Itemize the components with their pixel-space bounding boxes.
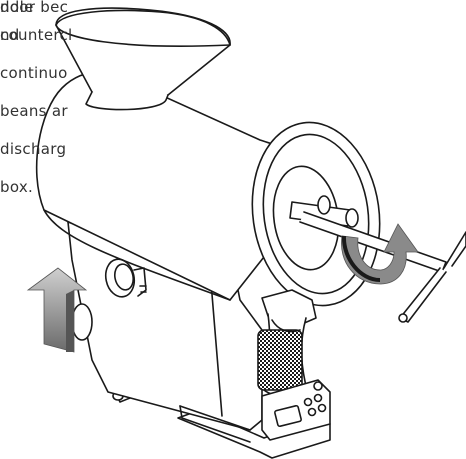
funnel-hopper-icon [55,7,231,111]
crank-handle-icon [299,211,466,323]
control-panel [261,379,331,441]
curved-arrow-icon [341,223,419,285]
instruction-line: ndle [0,0,34,16]
side-knob [104,258,147,298]
up-arrow-icon [26,267,88,353]
discharge-basket [257,289,317,397]
rear-wheel [71,303,93,341]
instruction-line: beans ar [0,102,68,120]
instruction-line: nd [0,26,20,44]
instruction-line: continuo [0,64,68,82]
instruction-line: countercl [0,26,73,44]
instruction-line: box. [0,178,34,196]
instruction-line: door bec [0,0,69,16]
instruction-line: discharg [0,140,67,158]
